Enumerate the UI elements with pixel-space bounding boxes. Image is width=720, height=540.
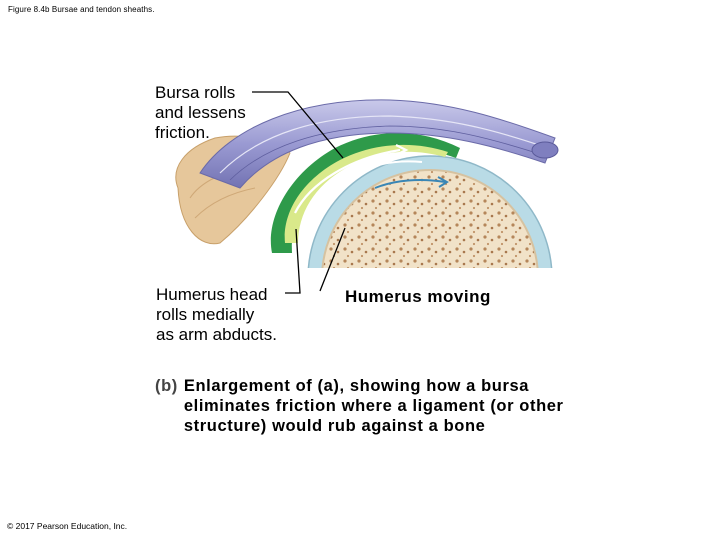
ligament-end (531, 141, 559, 159)
humerus-head-label-line: Humerus head (156, 285, 268, 304)
bursa-label-line: and lessens (155, 103, 246, 122)
humerus-head-label: Humerus head rolls medially as arm abduc… (156, 285, 316, 345)
caption-text: Enlargement of (a), showing how a bursa … (183, 377, 564, 435)
bursa-label-line: Bursa rolls (155, 83, 236, 102)
humerus-head-label-line: as arm abducts. (156, 325, 277, 344)
humerus-moving-arrow (374, 179, 446, 189)
bursa-fluid (284, 144, 448, 243)
copyright: © 2017 Pearson Education, Inc. (7, 521, 128, 531)
humerus-moving-label: Humerus moving (345, 287, 491, 306)
humerus-head (322, 170, 538, 268)
bursa-roll-arrow (294, 148, 401, 214)
bursa-label-line: friction. (155, 123, 210, 142)
caption-tag: (b) (155, 377, 178, 395)
bursa-label: Bursa rolls and lessens friction. (155, 83, 275, 143)
figure-title: Figure 8.4b Bursae and tendon sheaths. (8, 5, 155, 14)
bursa (270, 133, 460, 253)
figure-caption: (b) Enlargement of (a), showing how a bu… (155, 376, 575, 436)
humerus-head-label-line: rolls medially (156, 305, 255, 324)
